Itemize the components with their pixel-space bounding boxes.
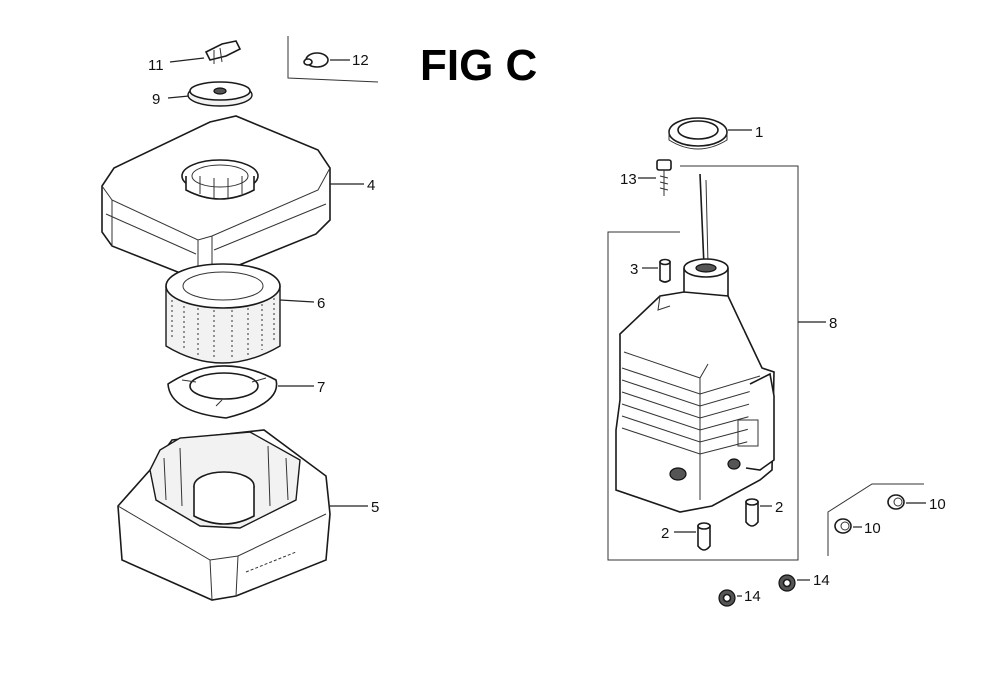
part-14-nut-a	[778, 574, 796, 592]
part-12-clip	[287, 36, 379, 83]
part-13-screw	[656, 159, 672, 196]
part-4-cover	[101, 115, 331, 281]
callout-2a: 2	[775, 499, 783, 516]
callout-7: 7	[317, 379, 325, 396]
callout-3: 3	[630, 261, 638, 278]
callout-2b: 2	[661, 525, 669, 542]
callout-4: 4	[367, 177, 375, 194]
callout-12: 12	[352, 52, 369, 69]
part-7-gasket	[167, 365, 278, 419]
part-8-case	[615, 173, 775, 513]
part-9-washer	[187, 81, 253, 107]
leader-11	[169, 57, 205, 63]
callout-14b: 14	[744, 588, 761, 605]
leader-6	[279, 299, 315, 303]
callout-14a: 14	[813, 572, 830, 589]
group-bracket-10	[827, 483, 924, 556]
callout-9: 9	[152, 91, 160, 108]
part-10-plug-b	[834, 518, 852, 534]
callout-11: 11	[148, 57, 164, 74]
callout-6: 6	[317, 295, 325, 312]
group-bracket-8	[607, 165, 799, 561]
part-6-filter	[165, 263, 281, 364]
callout-13: 13	[620, 171, 637, 188]
part-10-plug-a	[887, 494, 905, 510]
part-2-dowel-a	[745, 498, 759, 527]
callout-8: 8	[829, 315, 837, 332]
callout-5: 5	[371, 499, 379, 516]
callout-10b: 10	[864, 520, 881, 537]
callout-10a: 10	[929, 496, 946, 513]
part-5-base	[117, 429, 331, 601]
leader-9	[167, 95, 190, 99]
part-3-pin	[659, 258, 671, 283]
part-11-bolt	[204, 40, 242, 64]
part-1-seal	[668, 117, 728, 150]
part-2-dowel-b	[697, 522, 711, 551]
callout-1: 1	[755, 124, 763, 141]
part-14-nut-b	[718, 589, 736, 607]
figure-title: FIG C	[420, 41, 537, 90]
